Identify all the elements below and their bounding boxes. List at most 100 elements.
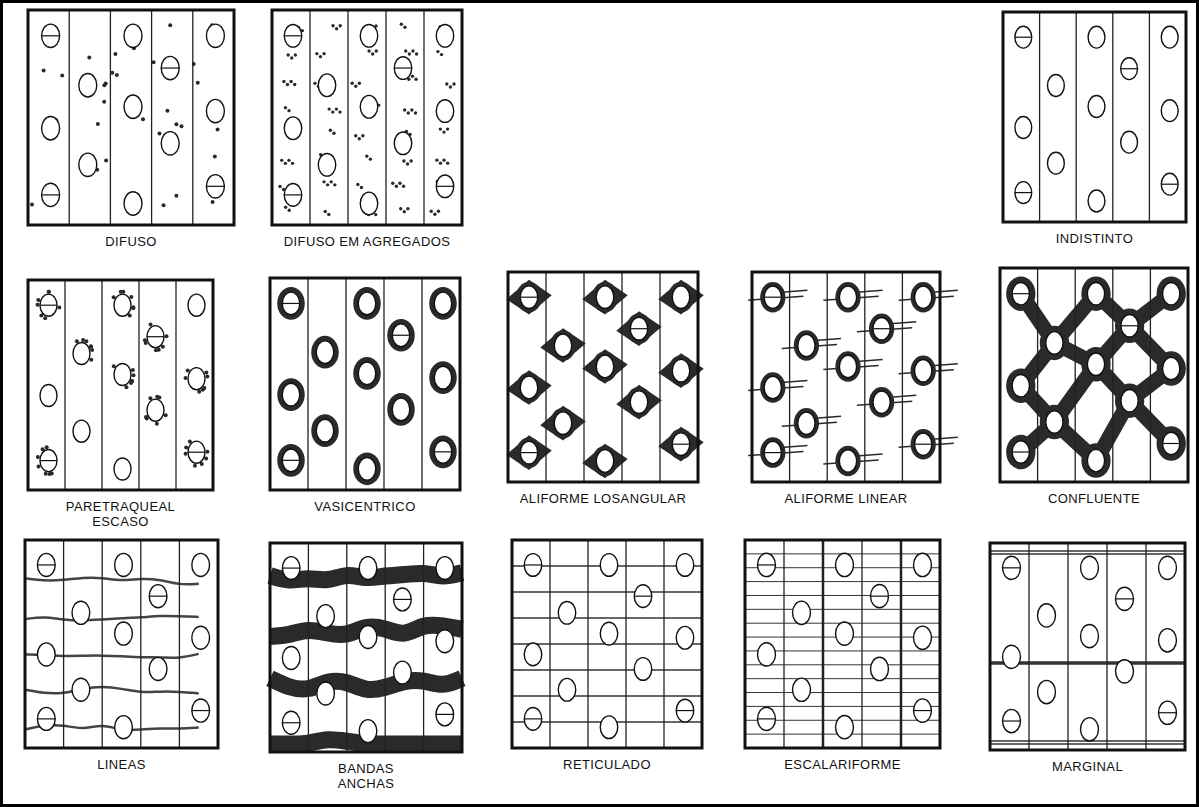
vessel <box>758 707 776 730</box>
vessel <box>758 553 776 576</box>
vessel <box>1161 100 1178 122</box>
vessel <box>282 383 299 406</box>
parenchyma-pattern <box>506 280 703 479</box>
vessel <box>149 657 167 680</box>
vessel <box>149 585 167 608</box>
pattern-label: ALIFORME LINEAR <box>784 491 907 506</box>
vessel <box>1047 152 1064 174</box>
pattern-panel: LINEAS <box>25 540 218 790</box>
panel-illustration <box>506 272 703 482</box>
vessel <box>1163 357 1180 379</box>
vessel <box>192 626 210 649</box>
vessel <box>394 57 411 80</box>
vessel <box>206 175 224 198</box>
vessel <box>554 334 571 357</box>
vessel <box>317 605 335 628</box>
vessel <box>672 359 689 382</box>
vessel <box>192 553 210 576</box>
vessel <box>524 554 541 577</box>
vessel <box>73 420 90 442</box>
vessel <box>394 661 412 684</box>
vessel <box>914 699 932 722</box>
vessel <box>758 643 776 666</box>
vessel <box>282 449 299 472</box>
vessel <box>1087 353 1104 375</box>
panel-illustration <box>745 540 940 748</box>
vessel <box>206 24 224 47</box>
parenchyma-pattern <box>990 551 1185 744</box>
vessel <box>836 622 854 645</box>
vessel <box>1003 556 1021 579</box>
vessel <box>1159 701 1177 724</box>
vessel <box>436 703 454 726</box>
vessel <box>1012 441 1029 463</box>
vessel <box>1015 182 1032 204</box>
vessel <box>596 286 613 309</box>
vessel <box>915 286 932 308</box>
vessel <box>915 433 932 455</box>
vessel <box>316 419 333 442</box>
vessel <box>596 450 613 473</box>
vessel <box>434 366 451 389</box>
vessel <box>79 153 97 176</box>
vessel <box>358 457 375 480</box>
panel-illustration <box>270 543 462 752</box>
panel-illustration <box>512 540 702 748</box>
vessel <box>206 99 224 122</box>
vessel <box>114 458 131 480</box>
vessel <box>1121 315 1138 337</box>
vessel <box>520 286 537 309</box>
vessel <box>282 711 300 734</box>
vessel <box>192 699 210 722</box>
vessel <box>600 622 617 645</box>
vessel <box>392 324 409 347</box>
vessel <box>1087 282 1104 304</box>
panel-illustration <box>25 540 218 748</box>
vessel <box>37 643 55 666</box>
vessel <box>1161 173 1178 195</box>
vessel <box>1161 26 1178 48</box>
vessel <box>1038 680 1056 703</box>
vessel <box>873 391 890 413</box>
vessel <box>284 117 301 140</box>
vessel <box>358 362 375 385</box>
vessel <box>1015 117 1032 139</box>
vessel <box>873 317 890 339</box>
pattern-label: PARETRAQUEAL ESCASO <box>61 499 181 529</box>
vessel <box>914 626 932 649</box>
vessel <box>1081 718 1099 741</box>
vessel <box>436 630 454 653</box>
vessel <box>1121 131 1138 153</box>
vessel <box>836 553 854 576</box>
panel-illustration <box>28 280 213 490</box>
vessel <box>1015 26 1032 48</box>
vessel <box>394 132 411 155</box>
vessel <box>915 359 932 381</box>
vessel <box>672 433 689 456</box>
vessel <box>520 441 537 464</box>
vessel <box>282 557 300 580</box>
vessel <box>37 707 55 730</box>
vessel <box>359 626 377 649</box>
vessel <box>161 132 179 155</box>
pattern-panel: MARGINAL <box>990 543 1185 792</box>
vessel <box>42 24 60 47</box>
vessel <box>72 601 90 624</box>
pattern-label: VASICENTRICO <box>314 499 415 514</box>
vessel <box>1047 75 1064 97</box>
vessel <box>558 678 575 701</box>
vessel <box>1081 556 1099 579</box>
vessel <box>676 554 693 577</box>
pattern-label: LINEAS <box>97 757 146 772</box>
vessel <box>316 341 333 364</box>
vessel <box>1012 374 1029 396</box>
vessel <box>793 678 811 701</box>
vessel <box>1088 96 1105 118</box>
vessel <box>282 292 299 315</box>
vessel <box>115 553 133 576</box>
vessel <box>914 553 932 576</box>
vessel <box>188 368 205 390</box>
vessel <box>1121 389 1138 411</box>
